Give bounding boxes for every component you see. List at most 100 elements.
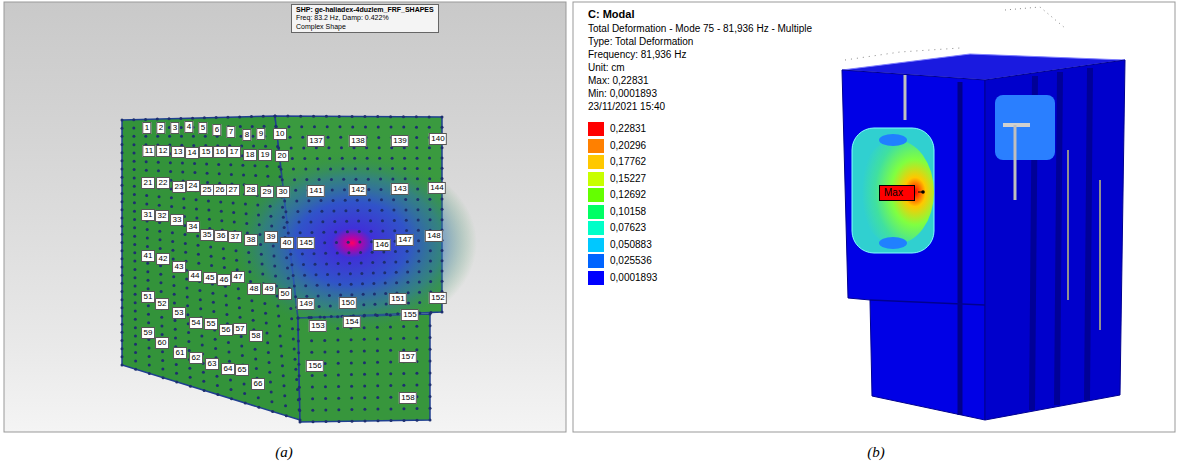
measure-dot bbox=[283, 394, 286, 397]
callout-number: 1 bbox=[142, 122, 151, 134]
measure-dot bbox=[133, 243, 136, 246]
measure-dot bbox=[208, 218, 211, 221]
measure-dot bbox=[391, 167, 394, 170]
measure-dot bbox=[189, 376, 192, 379]
measure-dot bbox=[169, 170, 172, 173]
measure-dot bbox=[368, 209, 371, 212]
measure-dot bbox=[350, 408, 353, 411]
measure-dot bbox=[350, 385, 353, 388]
measure-dot bbox=[287, 125, 290, 128]
measure-dot bbox=[334, 231, 337, 234]
measure-dot bbox=[407, 302, 410, 305]
measure-dot bbox=[320, 210, 323, 213]
measure-dot bbox=[350, 283, 353, 286]
measure-dot bbox=[216, 384, 219, 387]
measure-dot bbox=[356, 199, 359, 202]
callout-number: 7 bbox=[226, 126, 235, 138]
measure-dot bbox=[428, 115, 431, 118]
measure-dot bbox=[258, 223, 261, 226]
callout-number: 43 bbox=[172, 261, 186, 273]
callout-number: 52 bbox=[155, 298, 169, 310]
measure-dot bbox=[441, 126, 444, 129]
measure-dot bbox=[285, 414, 288, 417]
measure-dot bbox=[299, 115, 302, 118]
measure-dot bbox=[336, 327, 339, 330]
legend-swatch bbox=[588, 238, 604, 252]
measure-dot bbox=[353, 157, 356, 160]
measure-dot bbox=[326, 273, 329, 276]
measure-dot bbox=[273, 255, 276, 258]
callout-number: 39 bbox=[264, 231, 278, 243]
measure-dot bbox=[324, 397, 327, 400]
measure-dot bbox=[121, 282, 124, 285]
measure-dot bbox=[335, 241, 338, 244]
measure-dot bbox=[160, 316, 163, 319]
measure-dot bbox=[214, 347, 217, 350]
measure-dot bbox=[268, 371, 271, 374]
callout-number: 4 bbox=[184, 121, 193, 133]
measure-dot bbox=[321, 220, 324, 223]
measure-dot bbox=[310, 231, 313, 234]
measure-dot bbox=[201, 344, 204, 347]
callout-number: 27 bbox=[226, 184, 240, 196]
measure-dot bbox=[350, 373, 353, 376]
measure-dot bbox=[121, 159, 124, 162]
measure-dot bbox=[180, 126, 183, 129]
measure-dot bbox=[351, 125, 354, 128]
measure-dot bbox=[203, 116, 206, 119]
legend-swatch bbox=[588, 172, 604, 186]
measure-dot bbox=[298, 408, 301, 411]
measure-dot bbox=[429, 371, 432, 374]
measure-dot bbox=[279, 334, 282, 337]
measure-dot bbox=[362, 303, 365, 306]
measure-dot bbox=[229, 379, 232, 382]
measure-dot bbox=[254, 174, 257, 177]
measure-dot bbox=[389, 115, 392, 118]
measure-dot bbox=[121, 200, 124, 203]
measure-dot bbox=[429, 324, 432, 327]
callout-number: 144 bbox=[428, 182, 446, 194]
measure-dot bbox=[134, 359, 137, 362]
callout-number: 53 bbox=[172, 307, 186, 319]
measure-dot bbox=[303, 274, 306, 277]
measure-dot bbox=[351, 115, 354, 118]
measure-dot bbox=[235, 259, 238, 262]
measure-dot bbox=[324, 409, 327, 412]
measure-dot bbox=[354, 167, 357, 170]
measure-dot bbox=[359, 251, 362, 254]
measure-dot bbox=[257, 406, 260, 409]
measure-dot bbox=[248, 270, 251, 273]
measure-dot bbox=[389, 314, 392, 317]
measure-dot bbox=[172, 275, 175, 278]
measure-dot bbox=[363, 396, 366, 399]
measure-dot bbox=[429, 419, 432, 422]
measure-dot bbox=[376, 373, 379, 376]
measure-dot bbox=[189, 385, 192, 388]
measure-dot bbox=[170, 196, 173, 199]
measure-dot bbox=[373, 292, 376, 295]
measure-dot bbox=[261, 263, 264, 266]
legend-swatch bbox=[588, 122, 604, 136]
measure-dot bbox=[132, 118, 135, 121]
measure-dot bbox=[292, 274, 295, 277]
measure-dot bbox=[157, 169, 160, 172]
node-text: SHP: ge-haliadex-4duzlem_FRF_SHAPES bbox=[296, 6, 434, 14]
measure-dot bbox=[225, 313, 228, 316]
measure-dot bbox=[429, 360, 432, 363]
measure-dot bbox=[184, 242, 187, 245]
callout-number: 150 bbox=[339, 297, 357, 309]
measure-dot bbox=[121, 176, 124, 179]
callout-number: 41 bbox=[141, 250, 155, 262]
measure-dot bbox=[133, 185, 136, 188]
measure-dot bbox=[404, 177, 407, 180]
measure-dot bbox=[366, 157, 369, 160]
measure-dot bbox=[363, 361, 366, 364]
measure-dot bbox=[403, 419, 406, 422]
callout-number: 158 bbox=[399, 392, 417, 404]
measure-dot bbox=[156, 135, 159, 138]
mode-shape-blob bbox=[227, 151, 477, 335]
measure-dot bbox=[389, 349, 392, 352]
measure-dot bbox=[441, 198, 444, 201]
measure-dot bbox=[270, 400, 273, 403]
callout-number: 11 bbox=[142, 145, 155, 157]
